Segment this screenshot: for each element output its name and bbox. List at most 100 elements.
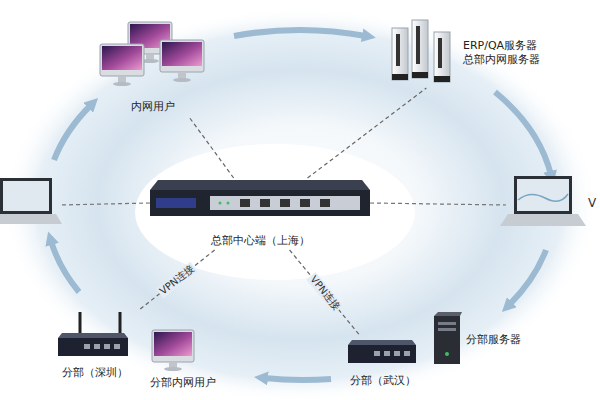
label-group: 总部中心端（上海） xyxy=(150,234,370,248)
monitor-icon xyxy=(152,330,194,362)
device-label: 分部（武汉） xyxy=(340,374,425,388)
monitor-icon xyxy=(113,82,131,86)
router-icon xyxy=(300,199,310,207)
laptop-icon xyxy=(514,176,572,214)
wireless-router-icon xyxy=(114,344,120,349)
label-group: 分部（深圳） xyxy=(50,366,140,380)
server-icon xyxy=(416,26,420,64)
router-icon xyxy=(150,180,370,190)
link-label: VPN连接 xyxy=(156,261,198,298)
dashed-link xyxy=(370,203,506,205)
branch-router: 分部（深圳） xyxy=(50,308,140,382)
vpn-link xyxy=(308,88,427,178)
ring-background xyxy=(135,144,415,280)
server-icon xyxy=(438,38,442,68)
dashed-link xyxy=(60,203,150,205)
router-icon xyxy=(384,351,390,356)
router-icon xyxy=(227,202,230,205)
flow-arrow xyxy=(264,378,331,380)
flow-arrow xyxy=(51,30,551,380)
server-tower-icon xyxy=(445,352,449,356)
monitor-icon xyxy=(102,46,142,70)
label-group: 内网用户 xyxy=(95,100,210,114)
device-label: 分部（深圳） xyxy=(50,366,140,380)
wireless-router-icon xyxy=(119,312,122,336)
server-icon xyxy=(412,20,428,78)
router-icon xyxy=(348,340,416,345)
router-icon xyxy=(320,199,330,207)
router-icon xyxy=(374,351,380,356)
server-group: ERP/QA服务器总部内网服务器 xyxy=(385,18,560,88)
router-icon xyxy=(156,198,196,208)
monitor-icon xyxy=(100,44,144,76)
wireless-router-icon xyxy=(58,312,128,356)
server-tower-icon xyxy=(434,312,462,316)
router-icon xyxy=(280,199,290,207)
server-tower-icon xyxy=(438,322,456,325)
flow-arrow xyxy=(54,105,91,160)
ring-background xyxy=(2,7,598,400)
flow-arrow xyxy=(234,30,366,36)
router-icon xyxy=(348,345,416,363)
wireless-router-icon xyxy=(84,344,90,349)
server-tower-icon xyxy=(434,312,462,364)
router-icon xyxy=(150,190,370,216)
flow-arrow xyxy=(51,241,79,292)
router-icon xyxy=(219,202,222,205)
cut-label: V xyxy=(588,196,596,210)
laptop-icon xyxy=(0,178,52,214)
server-tower-icon xyxy=(438,328,456,331)
router-icon xyxy=(240,199,250,207)
monitor-icon xyxy=(152,330,194,371)
monitor-icon xyxy=(118,76,126,83)
monitor-icon xyxy=(173,78,191,82)
device-label: 总部内网服务器 xyxy=(463,53,540,67)
wireless-router-icon xyxy=(58,333,128,338)
ring-background xyxy=(2,7,598,400)
label-group: 分部内网用户 xyxy=(140,376,225,390)
monitor-icon xyxy=(178,72,186,79)
wireless-router-icon xyxy=(58,338,128,356)
router-icon xyxy=(348,340,416,363)
monitor-icon xyxy=(164,367,182,371)
label-group: ERP/QA服务器总部内网服务器 xyxy=(463,39,540,67)
router-icon xyxy=(150,180,370,216)
user-pcs: 内网用户 xyxy=(95,18,210,116)
server-icon xyxy=(434,32,450,82)
server-tower-icon xyxy=(434,316,460,364)
device-label: 内网用户 xyxy=(95,100,210,114)
router-icon xyxy=(404,351,410,356)
flow-arrow xyxy=(509,250,546,305)
server-icon xyxy=(396,34,400,66)
wireless-router-icon xyxy=(104,344,110,349)
server-icon xyxy=(434,76,450,82)
server-icon xyxy=(392,74,408,80)
server-icon xyxy=(392,28,408,80)
router-icon xyxy=(394,351,400,356)
laptop-icon xyxy=(0,214,62,224)
device-label: 分部内网用户 xyxy=(140,376,225,390)
label-group: 分部（武汉） xyxy=(340,374,425,388)
hq-router: 总部中心端（上海） xyxy=(150,178,370,250)
monitor-icon xyxy=(160,40,204,72)
monitor-icon xyxy=(154,332,192,356)
laptop-icon xyxy=(3,181,49,211)
server-icon xyxy=(412,72,428,78)
monitor-icon xyxy=(100,22,204,86)
wireless-router-icon xyxy=(79,312,82,336)
router-icon xyxy=(210,196,360,210)
monitor-icon xyxy=(162,42,202,66)
vpn-link xyxy=(140,250,215,309)
branch-router: 分部（武汉） xyxy=(340,336,425,390)
flow-arrow xyxy=(495,92,551,175)
router-icon xyxy=(260,199,270,207)
device-label: 分部服务器 xyxy=(466,333,521,347)
label-group: 分部服务器 xyxy=(466,333,521,347)
laptop-icon xyxy=(0,176,586,226)
branch-server: 分部服务器 xyxy=(428,312,548,368)
device-label: ERP/QA服务器 xyxy=(463,39,540,53)
